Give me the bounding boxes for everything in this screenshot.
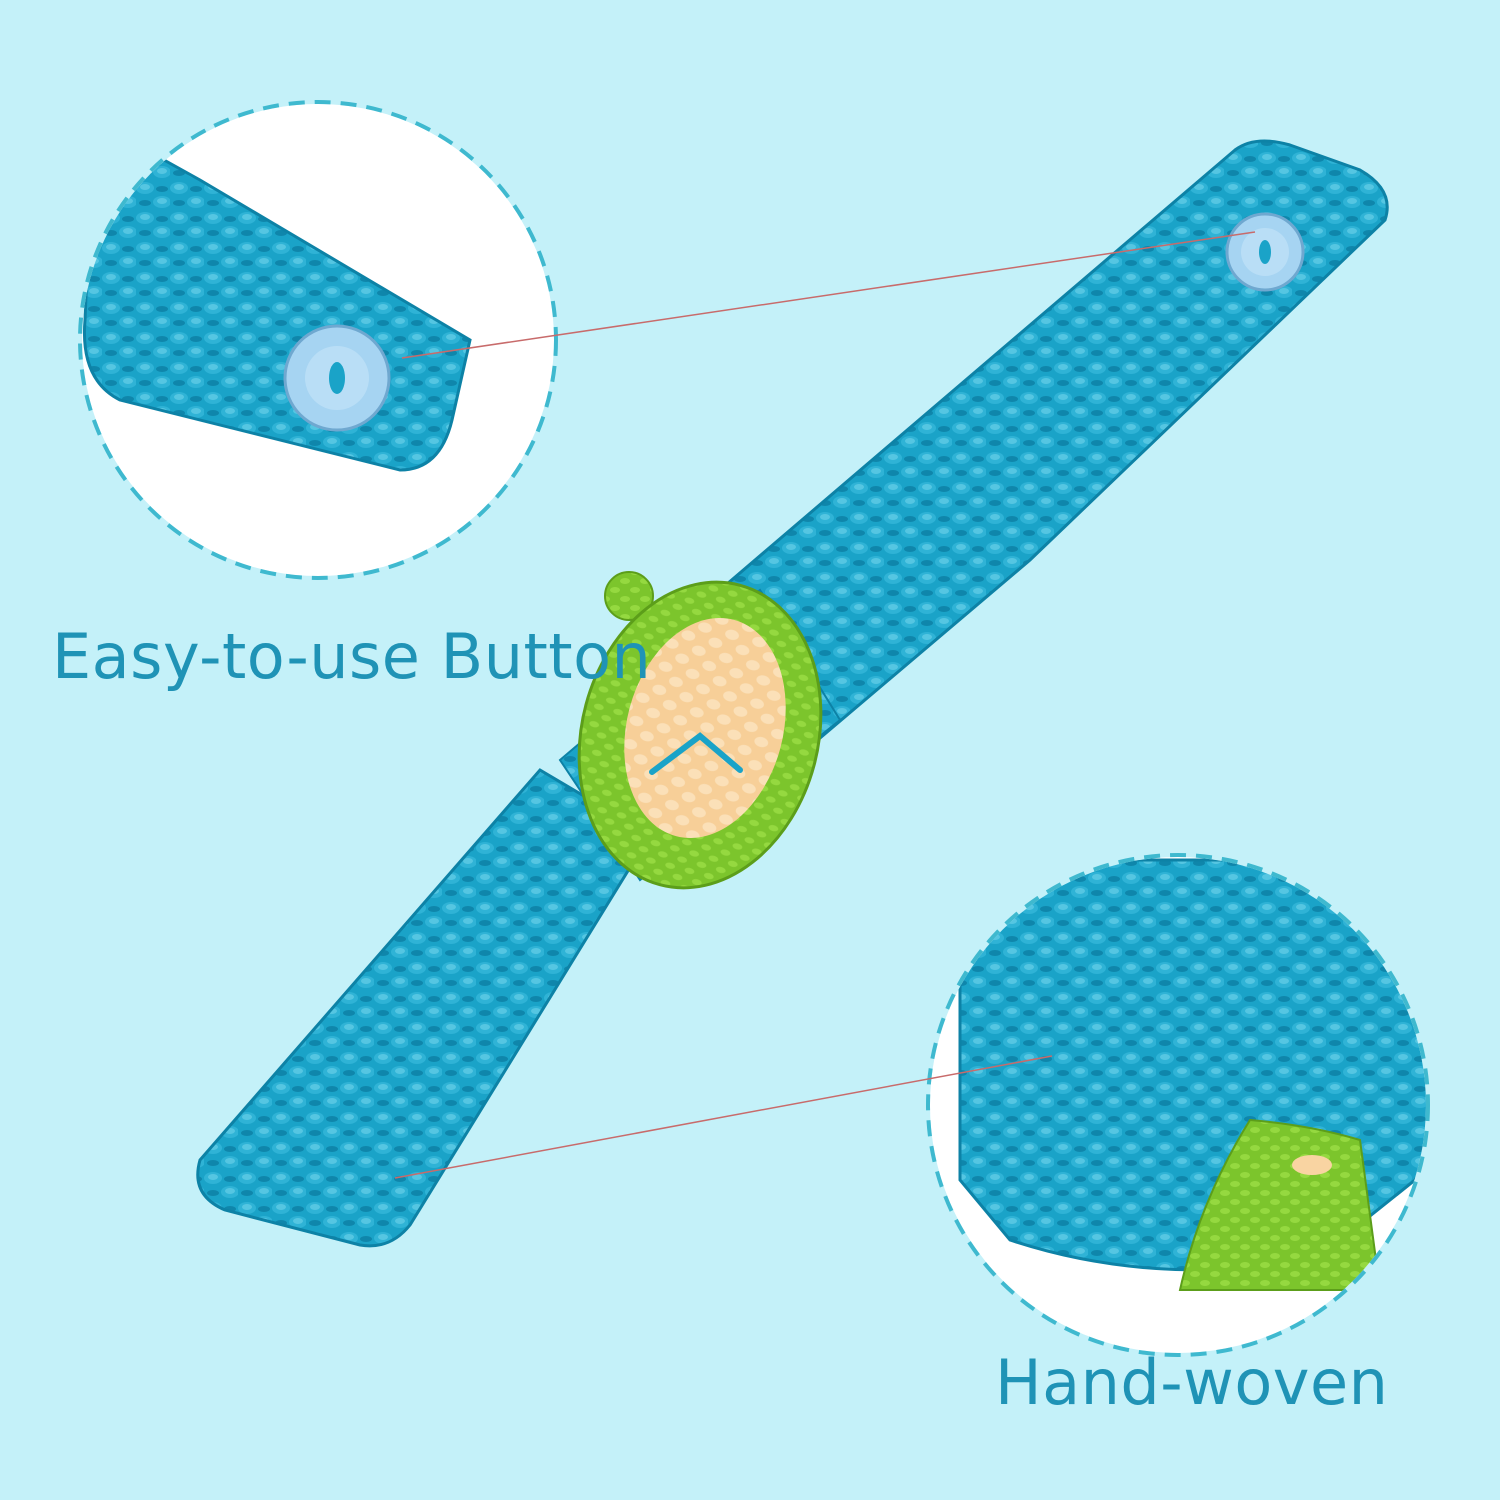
- caption-easy-button: Easy-to-use Button: [52, 620, 652, 693]
- zoom-circle-button: [82, 104, 554, 576]
- strap-button-icon: [1225, 212, 1305, 292]
- pointer-line-woven: [394, 1055, 1053, 1179]
- strap-lower: [196, 768, 653, 1248]
- strap-upper: [718, 139, 1389, 758]
- zoom-circle-woven: [930, 857, 1426, 1353]
- zoom-circle-button-border: [78, 100, 558, 580]
- caption-hand-woven: Hand-woven: [995, 1346, 1389, 1419]
- zoom-circle-woven-border: [926, 853, 1430, 1357]
- watch-face-icon: [577, 571, 823, 890]
- pointer-line-button: [401, 231, 1256, 359]
